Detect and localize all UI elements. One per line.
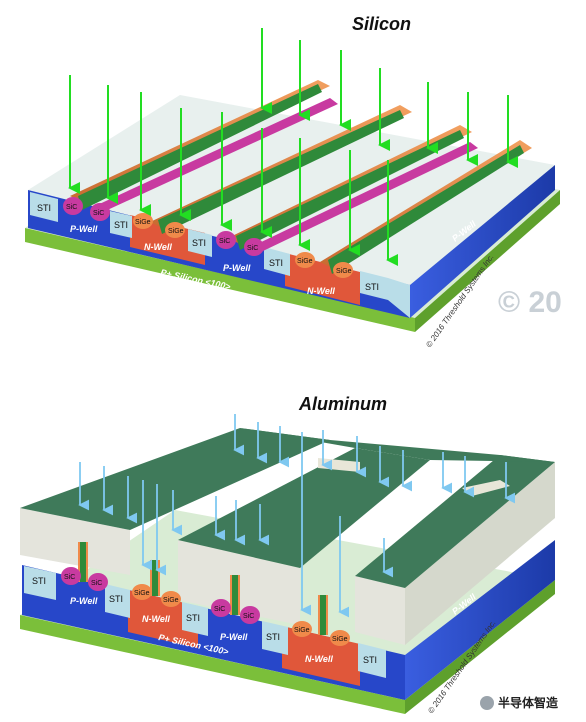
aluminum-diagram: STI SiC SiC P-Well STI SiGe SiGe N-Well … (20, 414, 555, 715)
al-label-sic-3: SiC (214, 606, 225, 613)
side-face (388, 165, 555, 318)
al-label-sti-2: STI (109, 594, 123, 604)
al-label-pwell-1: P-Well (70, 596, 98, 606)
label-sige-4: SiGe (336, 268, 352, 275)
al-label-pwell-2: P-Well (220, 632, 248, 642)
label-sic-3: SiC (219, 238, 230, 245)
al-label-sige-1: SiGe (134, 590, 150, 597)
label-sti-2: STI (114, 220, 128, 230)
source-drain-regions (63, 197, 353, 278)
silicon-diagram: STI SiC SiC P-Well STI SiGe SiGe N-Well … (25, 28, 560, 349)
silicon-arrows (68, 28, 518, 266)
al-label-sic-1: SiC (64, 574, 75, 581)
al-label-sti-5: STI (363, 655, 377, 665)
al-label-sic-2: SiC (91, 580, 102, 587)
front-face (28, 190, 410, 318)
al-label-nwell-2: N-Well (305, 654, 333, 664)
label-sic-1: SiC (66, 204, 77, 211)
label-nwell-2: N-Well (307, 286, 335, 296)
label-sic-4: SiC (247, 245, 258, 252)
label-sige-3: SiGe (297, 258, 313, 265)
label-sige-2: SiGe (168, 228, 184, 235)
label-pwell-1: P-Well (70, 224, 98, 234)
al-label-sige-2: SiGe (163, 597, 179, 604)
al-source-drain (61, 567, 350, 646)
label-sti-5: STI (365, 282, 379, 292)
al-label-sti-1: STI (32, 576, 46, 586)
brand-badge: 半导体智造 (480, 694, 558, 711)
label-nwell-1: N-Well (144, 242, 172, 252)
label-sic-2: SiC (93, 210, 104, 217)
al-label-sti-3: STI (186, 613, 200, 623)
aluminum-arrows (78, 414, 515, 618)
watermark: © 20 (498, 286, 562, 319)
al-label-sige-4: SiGe (332, 636, 348, 643)
silicon-title: Silicon (352, 14, 412, 34)
label-pwell-2: P-Well (223, 263, 251, 273)
al-gates (78, 542, 328, 635)
brand-text: 半导体智造 (498, 696, 559, 710)
al-label-sti-4: STI (266, 632, 280, 642)
al-label-sige-3: SiGe (294, 627, 310, 634)
gate-stripes (70, 80, 532, 274)
label-sti-4: STI (269, 258, 283, 268)
wafer-top-surface (28, 95, 555, 285)
label-sti-3: STI (192, 238, 206, 248)
al-label-sic-4: SiC (243, 613, 254, 620)
wechat-icon (480, 695, 494, 710)
aluminum-title: Aluminum (299, 394, 387, 414)
al-side-face (405, 540, 555, 700)
label-sti-1: STI (37, 203, 51, 213)
label-sige-1: SiGe (135, 219, 151, 226)
al-label-nwell-1: N-Well (142, 614, 170, 624)
